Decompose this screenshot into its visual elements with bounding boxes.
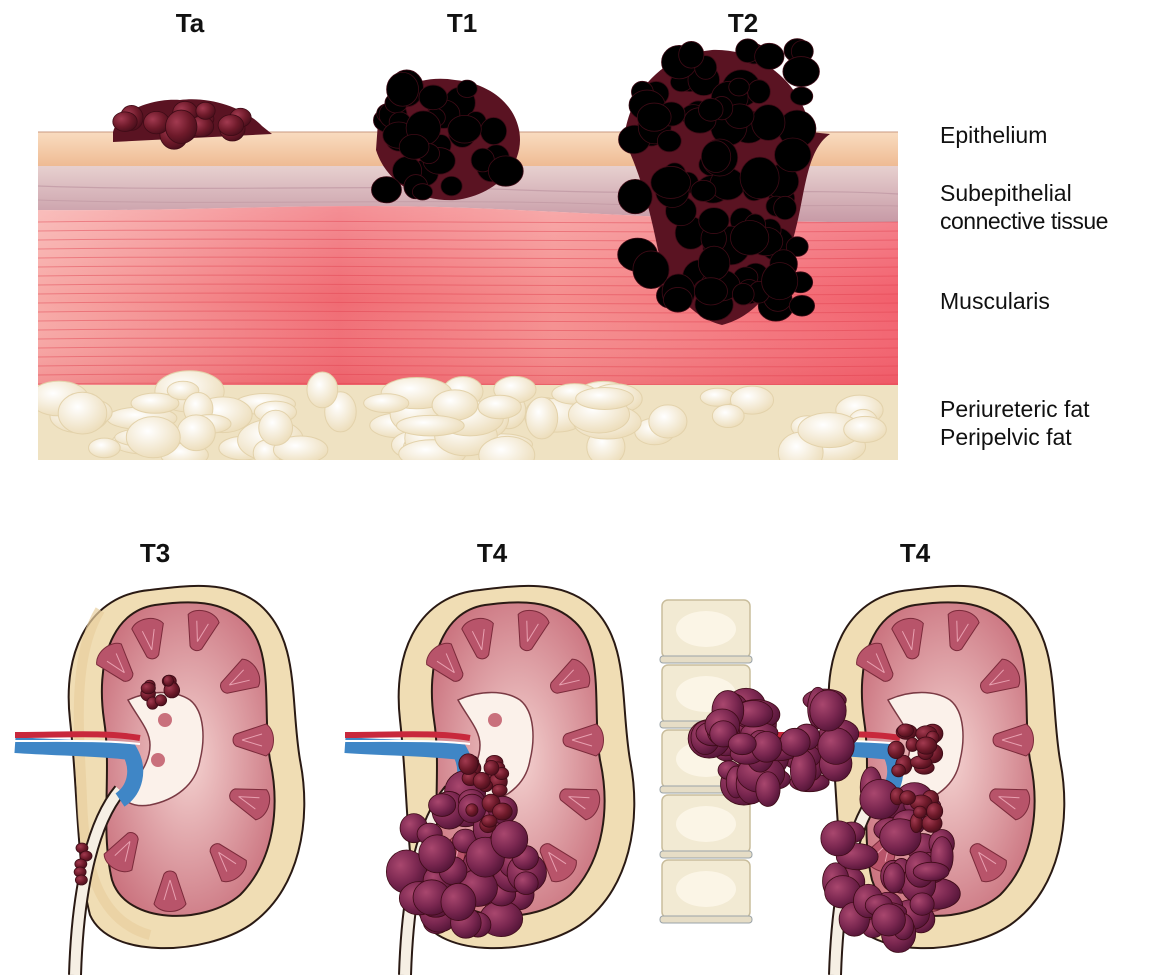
layer-label-peripelvic-fat: Peripelvic fat	[940, 424, 1072, 450]
kidney-t3	[15, 586, 304, 975]
tumor-t1	[371, 70, 523, 203]
stage-label-t4-a: T4	[432, 538, 552, 568]
layer-label-subepithelial: Subepithelial	[940, 180, 1072, 206]
layer-label-periureteric-fat: Periureteric fat	[940, 396, 1090, 422]
layer-label-epithelium: Epithelium	[940, 122, 1047, 148]
layer-label-muscularis: Muscularis	[940, 288, 1050, 314]
stage-label-ta: Ta	[130, 8, 250, 38]
stage-label-t1: T1	[402, 8, 522, 38]
stage-label-t3: T3	[95, 538, 215, 568]
stage-label-t2: T2	[683, 8, 803, 38]
stage-label-t4-b: T4	[855, 538, 975, 568]
layer-label-connective-tissue: connective tissue	[940, 208, 1108, 234]
tumor-t2	[618, 39, 830, 325]
kidney-t4-a	[345, 586, 634, 975]
